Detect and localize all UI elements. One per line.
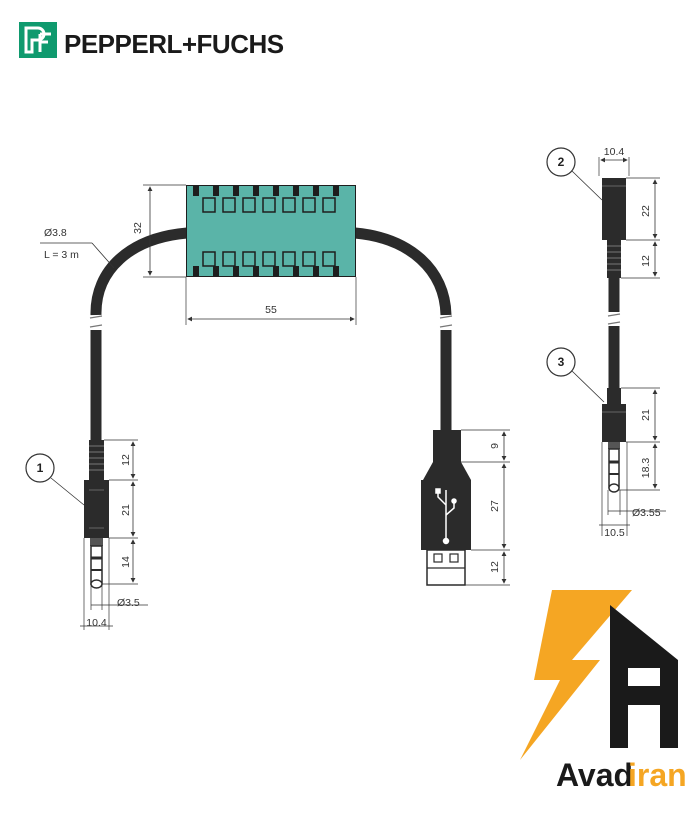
- ferrite-height-dim: 32: [132, 222, 144, 234]
- ferrite-core: 32 55: [132, 184, 357, 325]
- brand-logo: PEPPERL+FUCHS: [19, 22, 284, 59]
- watermark-text-a: Avad: [556, 757, 633, 793]
- plug3-dim-top: 21: [640, 409, 652, 421]
- brand-name: PEPPERL+FUCHS: [64, 29, 284, 59]
- plug1-dim-bottom: 14: [120, 556, 132, 568]
- cable-diameter-label: Ø3.8: [44, 227, 67, 239]
- avadiran-watermark: Avad iran: [520, 590, 687, 793]
- plug-3: 21 18.3 Ø3.55 10.5 3: [546, 326, 666, 539]
- plug-1: 12 21 14 Ø3.5 10.4 1: [25, 439, 148, 630]
- usb-icon: [435, 488, 457, 545]
- plug3-dim-bottom: 18.3: [640, 458, 652, 479]
- plug3-width: 10.5: [604, 527, 625, 539]
- plug2-width: 10.4: [604, 146, 625, 158]
- plug-2: 10.4 22 12 2: [546, 146, 660, 312]
- plug1-dim-mid: 21: [120, 504, 132, 516]
- plug1-width: 10.4: [86, 617, 107, 629]
- avadiran-logo-icon: [520, 590, 678, 760]
- usb-dim-bottom: 12: [489, 561, 501, 573]
- usb-connector: 9 27 12: [421, 429, 510, 586]
- watermark-text-b: iran: [628, 757, 687, 793]
- callout-1: 1: [37, 461, 44, 475]
- usb-dim-mid: 27: [489, 500, 501, 512]
- ferrite-width-dim: 55: [265, 304, 277, 316]
- plug2-dim-top: 22: [640, 205, 652, 217]
- plug1-dim-top: 12: [120, 454, 132, 466]
- callout-3: 3: [558, 355, 565, 369]
- cable-length-label: L = 3 m: [44, 249, 79, 261]
- plug2-dim-bottom: 12: [640, 255, 652, 267]
- plug3-diameter: Ø3.55: [632, 507, 661, 519]
- plug1-diameter: Ø3.5: [117, 597, 140, 609]
- pf-logo-icon: [19, 22, 57, 58]
- callout-2: 2: [558, 155, 565, 169]
- cable-spec: Ø3.8 L = 3 m: [40, 227, 115, 269]
- usb-dim-top: 9: [489, 443, 501, 449]
- cable: [90, 227, 452, 440]
